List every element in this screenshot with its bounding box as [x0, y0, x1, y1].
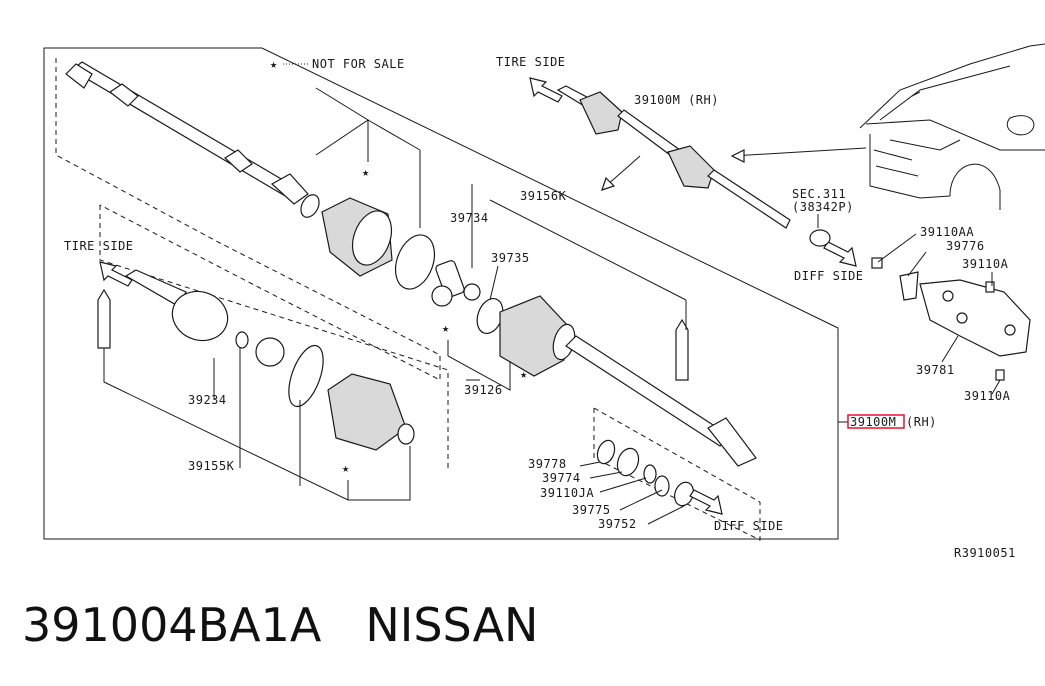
- label-diff-side-bottom: DIFF SIDE: [714, 519, 784, 533]
- arrow-diff-side-right-icon: [823, 241, 857, 267]
- not-for-sale-star-icon: ★: [520, 367, 528, 381]
- seal-rings: [596, 439, 695, 507]
- vehicle-illustration: [859, 43, 1045, 210]
- assembly-frame: [43, 47, 839, 540]
- label-39776: 39776: [946, 239, 985, 253]
- leader-lines: [315, 87, 848, 525]
- label-39735: 39735: [491, 251, 530, 265]
- arrow-diff-side-bottom-icon: [689, 489, 723, 515]
- label-39734: 39734: [450, 211, 489, 225]
- label-sec311-ref: (38342P): [792, 200, 854, 214]
- dashed-group-outline-left: [55, 58, 441, 381]
- diagram-code: R3910051: [954, 546, 1016, 560]
- label-39752: 39752: [598, 517, 637, 531]
- label-39110A-bottom: 39110A: [964, 389, 1011, 403]
- tripod-joint: ★: [431, 260, 504, 335]
- label-39100M-rh-top: 39100M (RH): [634, 93, 719, 107]
- label-sec311: SEC.311: [792, 187, 846, 201]
- dashed-group-seals: [593, 408, 761, 541]
- dashed-group-outline-lower: [99, 205, 449, 468]
- arrow-tire-side-left-icon: [99, 261, 133, 287]
- footer-part-number: 391004BA1A: [22, 598, 322, 652]
- inner-boot-assembly: ★: [300, 165, 436, 290]
- diff-side-housing: ★: [499, 295, 757, 467]
- label-tire-side-left: TIRE SIDE: [64, 239, 134, 253]
- not-for-sale-star-icon: ★: [342, 461, 350, 475]
- label-tire-side-top: TIRE SIDE: [496, 55, 566, 69]
- label-39781: 39781: [916, 363, 955, 377]
- label-39110JA: 39110JA: [540, 486, 594, 500]
- arrow-car-to-shaft: [731, 147, 867, 157]
- legend-text: NOT FOR SALE: [312, 57, 405, 71]
- pin-left: [97, 288, 111, 349]
- label-39110AA: 39110AA: [920, 225, 974, 239]
- outer-joint-assembly: ★: [124, 269, 415, 475]
- label-39778: 39778: [528, 457, 567, 471]
- label-39155K: 39155K: [188, 459, 235, 473]
- label-39156K: 39156K: [520, 189, 567, 203]
- legend-not-for-sale: ★ NOT FOR SALE: [270, 57, 405, 71]
- legend-star-icon: ★: [270, 57, 278, 71]
- label-diff-side-right: DIFF SIDE: [794, 269, 864, 283]
- rh-driveshaft-complete: [556, 85, 831, 247]
- not-for-sale-star-icon: ★: [442, 321, 450, 335]
- inner-shaft-main: [65, 61, 309, 205]
- label-39775: 39775: [572, 503, 611, 517]
- label-39110A-top: 39110A: [962, 257, 1009, 271]
- not-for-sale-star-icon: ★: [362, 165, 370, 179]
- arrow-tire-side-top-icon: [529, 77, 563, 103]
- callout-highlight-box: [847, 414, 905, 429]
- pin-right: [675, 318, 689, 381]
- footer-brand: NISSAN: [365, 598, 539, 652]
- mount-bracket-39781: [871, 257, 1031, 381]
- label-callout-suffix: (RH): [906, 415, 937, 429]
- label-39234: 39234: [188, 393, 227, 407]
- label-callout-part[interactable]: 39100M: [850, 415, 896, 429]
- right-leader-lines: [817, 214, 1001, 395]
- label-39126: 39126: [464, 383, 503, 397]
- label-39774: 39774: [542, 471, 581, 485]
- part-footer: 391004BA1A NISSAN: [22, 598, 582, 652]
